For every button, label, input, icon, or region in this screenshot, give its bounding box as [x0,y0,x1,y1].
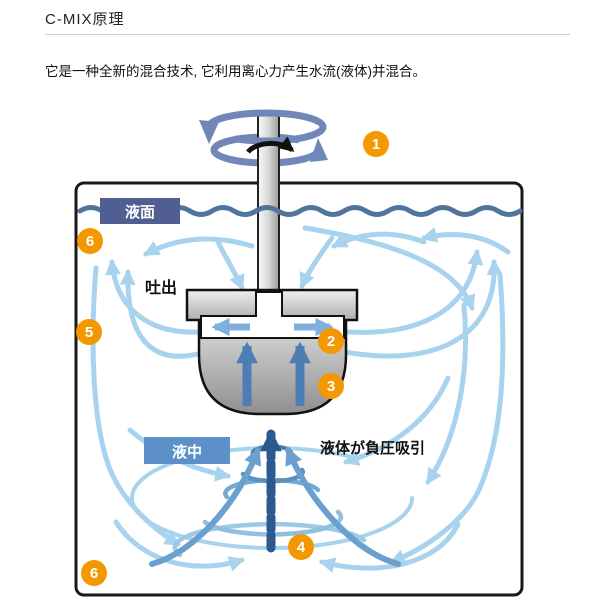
badge-circle [81,560,107,586]
badge-2: 2 [318,328,344,354]
badge-number: 6 [86,233,94,250]
discharge-label: 吐出 [145,278,177,297]
badge-circle [77,228,103,254]
flow-arrow [105,258,201,335]
vortex-sweep-left [149,446,262,567]
flow-arrow [342,258,503,359]
flow-arrow [299,235,335,289]
submerged-label: 液中 [172,443,202,461]
flow-arrow [345,248,484,335]
rotation-arrow-upper [205,109,327,145]
surface-label: 液面 [125,203,155,221]
flow-arrow [302,225,476,312]
flow-arrow [113,519,246,572]
vortex-loop [202,509,344,537]
flow-arrow [342,375,451,466]
rotation-arrowhead-icon [310,138,328,162]
badge-6-bottom: 6 [81,560,107,586]
badge-number: 4 [297,539,306,556]
surface-label-box [100,198,180,224]
flow-arrow [425,302,468,485]
badge-1: 1 [363,131,389,157]
badge-circle [318,373,344,399]
title-divider [45,34,570,35]
flow-arrow [119,268,208,359]
vortex-sweep-right [285,446,401,567]
numbered-badges: 1 2 3 4 5 6 6 [76,131,389,586]
flow-arrow [143,236,255,257]
flow-arrow [389,272,506,565]
page-title: C-MIX原理 [45,11,125,28]
diagram-labels: 液面 吐出 液中 液体が負圧吸引 [100,198,425,464]
badge-circle [363,131,389,157]
vortex [130,429,414,567]
flow-arrow [215,239,245,291]
flow-arrow [318,521,461,574]
flow-arrow [331,231,427,249]
suction-note-label: 液体が負圧吸引 [320,439,425,457]
badge-4: 4 [288,534,314,560]
badge-number: 5 [85,324,93,341]
badge-circle [318,328,344,354]
shaft-rotation-hook-icon [246,136,295,154]
rotation-arrowhead-icon [199,120,219,144]
badge-6-top: 6 [77,228,103,254]
badge-number: 1 [372,136,380,153]
submerged-label-box [144,437,230,464]
mixer-head [185,288,359,416]
badge-number: 3 [327,378,335,395]
circulation-flow-arrows [90,225,511,574]
badge-number: 6 [90,565,98,582]
badge-5: 5 [76,319,102,345]
badge-3: 3 [318,373,344,399]
intro-text: 它是一种全新的混合技术, 它利用离心力产生水流(液体)并混合。 [45,64,426,79]
badge-circle [76,319,102,345]
badge-number: 2 [327,333,335,350]
badge-circle [288,534,314,560]
flow-arrow [420,227,511,255]
